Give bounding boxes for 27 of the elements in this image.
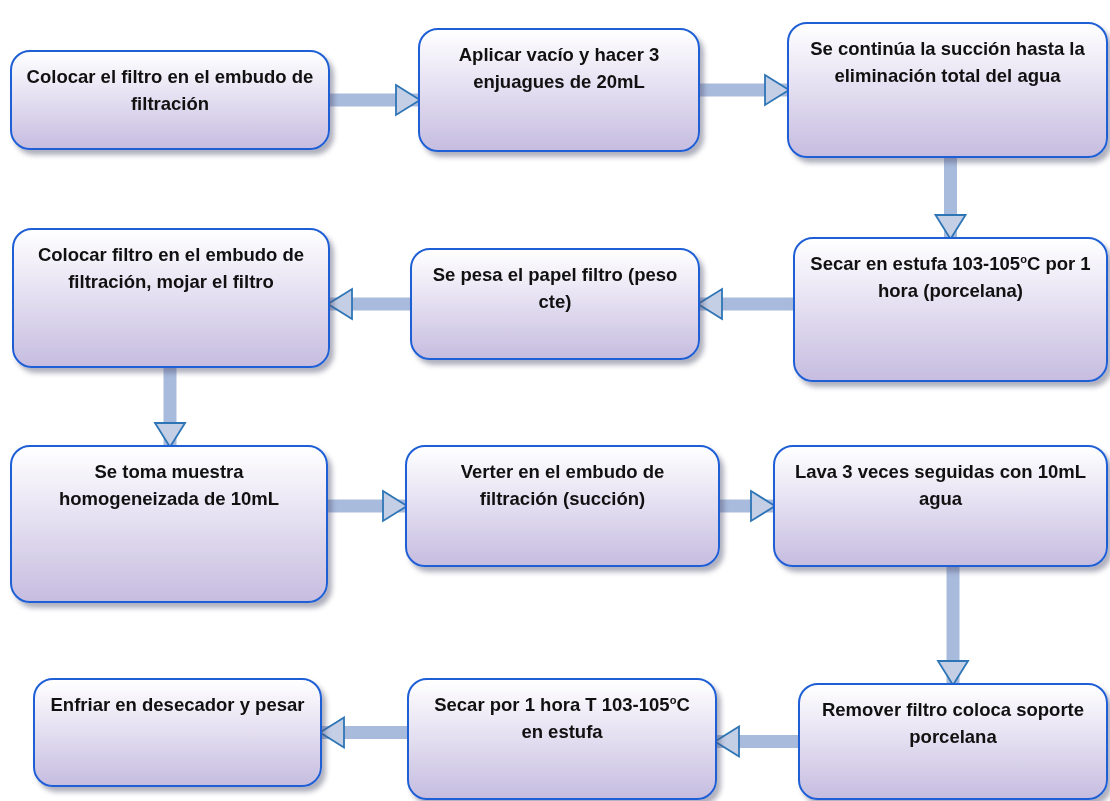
process-box [405, 445, 720, 567]
step-text: Se continúa la succión hasta la eliminación total del agua [809, 37, 1086, 88]
process-box [773, 445, 1108, 567]
process-box [12, 228, 330, 368]
process-box [787, 22, 1108, 158]
step-text: Verter en el embudo de filtración (succión) [459, 460, 666, 511]
step-text: Se pesa el papel filtro (peso cte) [431, 263, 679, 314]
process-box [418, 28, 700, 152]
process-box [10, 50, 330, 150]
step-text: Colocar filtro en el embudo de filtración, mojar el filtro [36, 243, 306, 294]
step-text: Secar en estufa 103-105$^{o}$C por 1 hora (porcelana) [809, 252, 1092, 303]
process-box [410, 248, 700, 360]
step-text: Secar por 1 hora T 103-105$^{o}$C en estufa [433, 693, 691, 744]
step-text: Lava 3 veces seguidas con 10mL agua [794, 460, 1087, 511]
step-text: Se toma muestra homogeneizada de 10mL [58, 460, 280, 511]
step-text: Enfriar en desecador y pesar [50, 693, 305, 717]
process-box [407, 678, 717, 800]
block-arrow [937, 567, 969, 686]
step-text: Aplicar vacío y hacer 3 enjuagues de 20mL [457, 43, 661, 94]
process-box [793, 237, 1108, 382]
step-text: Colocar el filtro en el embudo de filtración [26, 65, 314, 116]
process-box [33, 678, 322, 787]
process-box [10, 445, 328, 603]
step-text: Remover filtro coloca soporte porcelana [820, 698, 1086, 749]
block-arrow [154, 368, 186, 448]
block-arrow [934, 158, 967, 240]
process-box [798, 683, 1108, 800]
